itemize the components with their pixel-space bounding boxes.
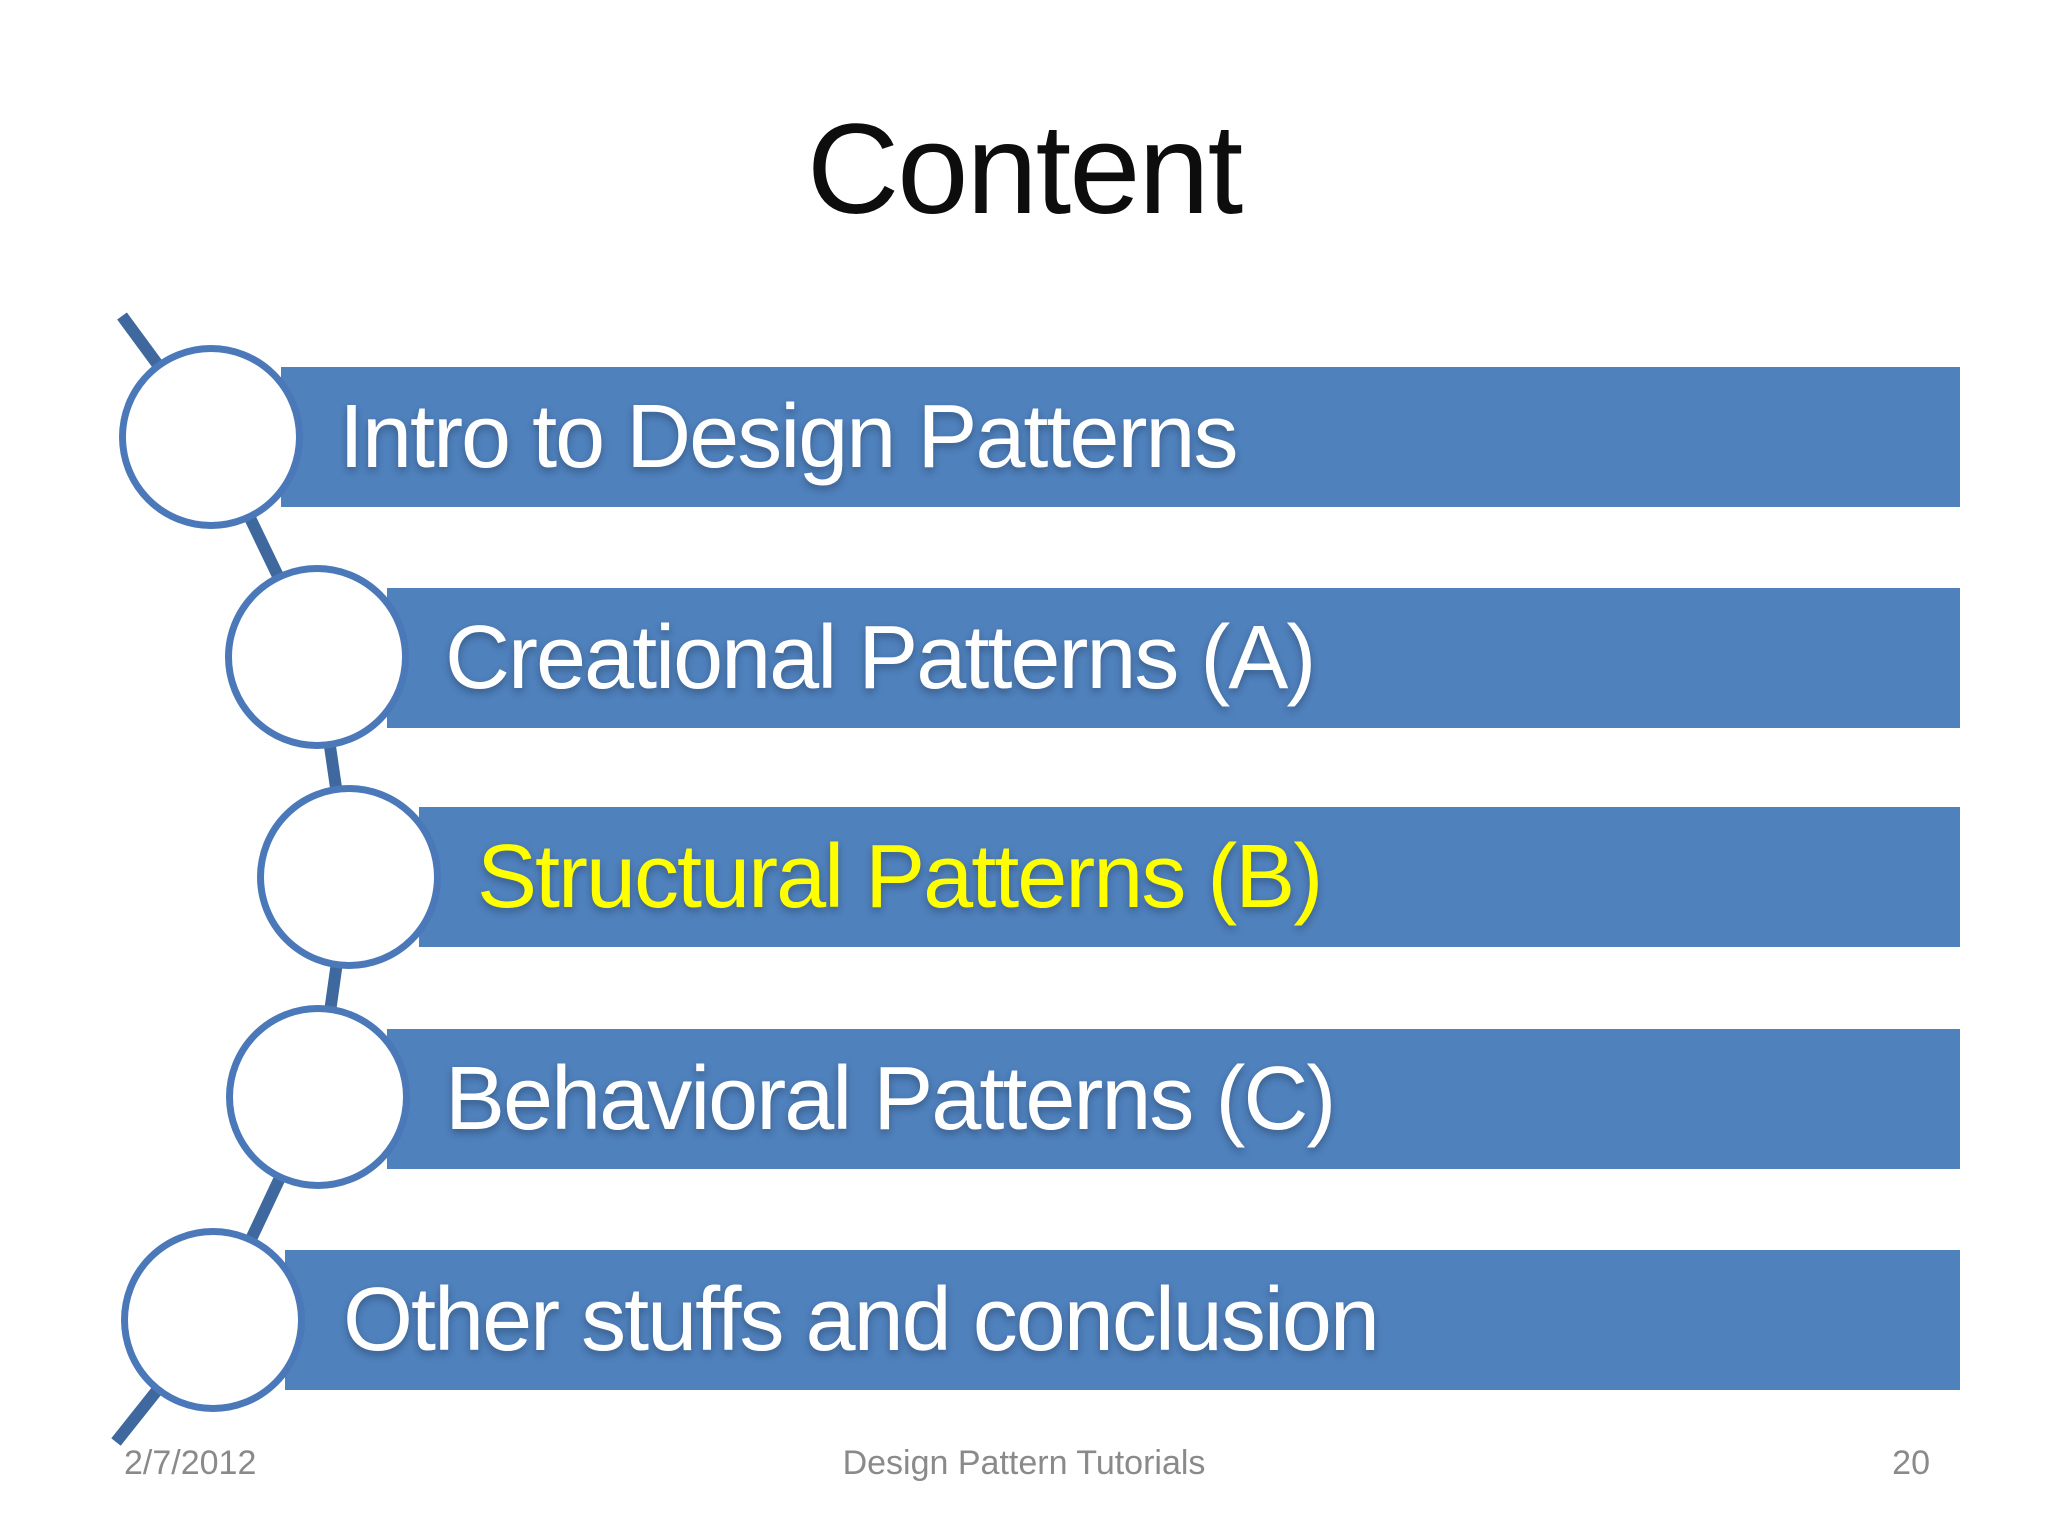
circle-marker <box>119 345 303 529</box>
footer-date: 2/7/2012 <box>124 1444 257 1482</box>
list-item-label: Creational Patterns (A) <box>445 607 1316 708</box>
list-item-bar: Structural Patterns (B) <box>419 807 1960 947</box>
footer-title: Design Pattern Tutorials <box>842 1444 1206 1482</box>
circle-marker <box>257 785 441 969</box>
page-title: Content <box>806 98 1243 241</box>
page-number: 20 <box>1892 1444 1930 1482</box>
circle-marker <box>225 565 409 749</box>
list-item-bar: Behavioral Patterns (C) <box>387 1029 1960 1169</box>
list-item-bar: Other stuffs and conclusion <box>285 1250 1960 1390</box>
circle-marker <box>226 1005 410 1189</box>
list-item-label: Other stuffs and conclusion <box>343 1269 1380 1370</box>
circle-marker <box>121 1228 305 1412</box>
list-item-label: Behavioral Patterns (C) <box>445 1048 1336 1149</box>
list-item-label-highlighted: Structural Patterns (B) <box>477 826 1323 927</box>
list-item-bar: Intro to Design Patterns <box>281 367 1960 507</box>
list-item-label: Intro to Design Patterns <box>339 386 1238 487</box>
list-item-bar: Creational Patterns (A) <box>387 588 1960 728</box>
slide-footer: 2/7/2012 Design Pattern Tutorials 20 <box>0 1444 2048 1492</box>
